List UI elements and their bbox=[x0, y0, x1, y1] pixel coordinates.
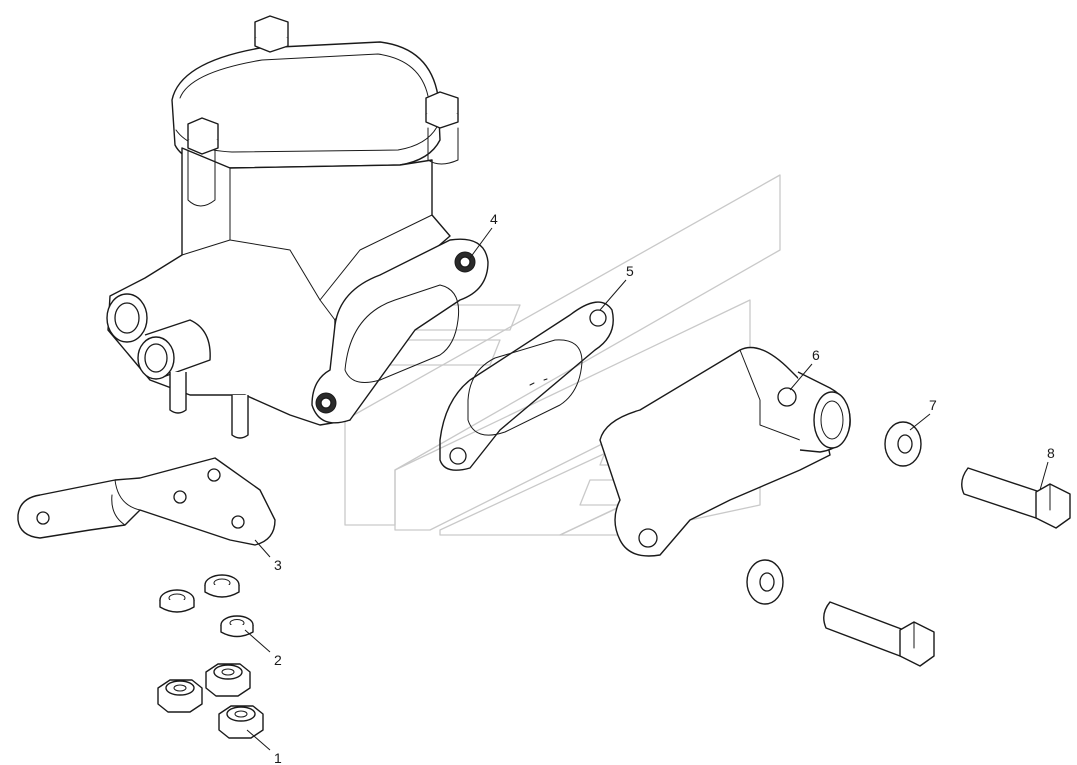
part-6-elbow-fitting bbox=[599, 346, 851, 557]
callout-6: 6 bbox=[812, 347, 820, 363]
callout-8: 8 bbox=[1047, 445, 1055, 461]
part-4-valve-housing bbox=[106, 15, 489, 439]
callout-2: 2 bbox=[274, 652, 282, 668]
leader-lines bbox=[244, 227, 1049, 751]
part-5-gasket bbox=[439, 301, 614, 471]
part-2-lock-washers bbox=[159, 574, 254, 638]
part-3-bracket bbox=[17, 457, 276, 546]
part-8-hex-bolts bbox=[823, 467, 1071, 667]
part-7-flat-washers bbox=[746, 421, 922, 605]
callout-5: 5 bbox=[626, 263, 634, 279]
callout-7: 7 bbox=[929, 397, 937, 413]
part-1-nuts bbox=[157, 663, 264, 739]
callout-1: 1 bbox=[274, 750, 282, 765]
callout-4: 4 bbox=[490, 211, 498, 227]
callouts: 1 2 3 4 5 6 7 8 bbox=[274, 211, 1055, 765]
callout-3: 3 bbox=[274, 557, 282, 573]
